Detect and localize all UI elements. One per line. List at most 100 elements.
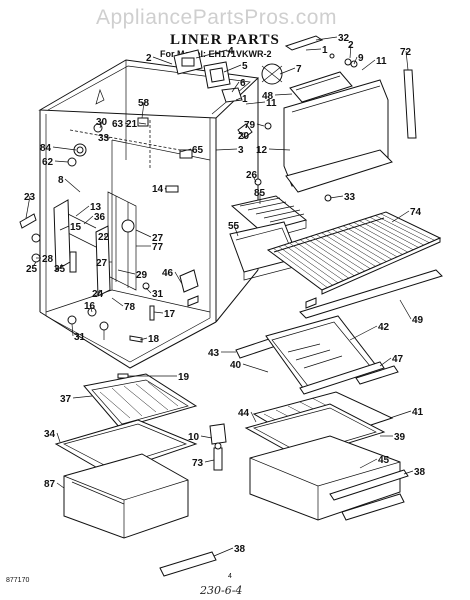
leader-line-c25	[31, 261, 37, 269]
callout-10: 10	[188, 432, 200, 443]
leader-line-c31b	[71, 323, 74, 337]
leader-line-c12	[268, 148, 291, 151]
leader-line-c36	[83, 215, 94, 225]
callout-8: 8	[58, 175, 64, 186]
callout-35: 35	[54, 264, 66, 275]
shelf-rail	[299, 269, 443, 319]
callout-42: 42	[378, 322, 390, 333]
callout-11: 11	[266, 98, 277, 109]
leader-line-c8	[64, 178, 81, 193]
doc-code: 877170	[6, 577, 29, 584]
glass-shelf-assembly	[235, 315, 399, 395]
handwritten-note: 230-6-4	[199, 584, 242, 597]
leader-line-c2a	[152, 56, 173, 65]
callout-27: 27	[96, 258, 108, 269]
callout-28: 28	[42, 254, 54, 265]
callout-17: 17	[164, 309, 176, 320]
leader-line-c46	[174, 271, 183, 285]
leader-line-c38a	[403, 470, 414, 475]
leader-line-c17	[153, 311, 164, 314]
leader-line-c1a	[305, 48, 322, 51]
leader-line-c35	[59, 263, 63, 269]
leader-line-c73	[204, 459, 215, 463]
leader-line-c78	[111, 297, 124, 307]
leader-line-c63	[124, 122, 129, 125]
leader-line-c30	[99, 120, 103, 129]
leader-line-c32	[315, 36, 338, 41]
leader-line-c31a	[145, 287, 152, 294]
leader-line-c84	[52, 146, 77, 151]
callout-44: 44	[238, 408, 250, 419]
callout-2: 2	[146, 53, 152, 64]
callout-2: 2	[348, 40, 354, 51]
leader-line-c15	[59, 225, 70, 231]
leader-line-c26	[251, 173, 257, 183]
leader-line-c21	[138, 122, 147, 125]
leader-line-c65	[179, 148, 192, 153]
crisper-cover-left	[54, 373, 198, 475]
callout-29: 29	[136, 270, 148, 281]
leader-line-c29	[117, 269, 136, 275]
leader-line-c49	[399, 299, 412, 320]
page-number: 4	[228, 573, 232, 580]
liner-cabinet	[19, 59, 260, 379]
leader-line-c7	[279, 67, 296, 75]
callout-49: 49	[412, 315, 424, 326]
leader-line-c38b	[213, 547, 234, 557]
callout-84: 84	[40, 143, 52, 154]
callout-23: 23	[24, 192, 36, 203]
callout-33: 33	[344, 192, 356, 203]
leader-line-c79	[256, 123, 265, 127]
air-handler-parts	[173, 35, 417, 202]
leader-line-c42	[349, 325, 378, 341]
callout-30: 30	[96, 117, 108, 128]
crisper-drawer-left	[63, 453, 189, 539]
callout-31: 31	[74, 332, 86, 343]
callout-6: 6	[240, 78, 246, 89]
leader-line-c24	[97, 289, 101, 294]
leader-line-c14	[164, 187, 167, 191]
callout-79: 79	[244, 120, 256, 131]
crisper-cover-right	[244, 391, 394, 459]
leader-line-c27a	[135, 229, 152, 238]
callout-34: 34	[44, 429, 56, 440]
callout-9: 9	[358, 53, 364, 64]
callout-38: 38	[414, 467, 426, 478]
callout-20: 20	[238, 131, 250, 142]
leader-line-c62	[54, 160, 69, 163]
leader-line-c74	[391, 210, 410, 223]
leader-lines	[25, 36, 414, 557]
callout-45: 45	[378, 455, 390, 466]
callout-5: 5	[242, 61, 248, 72]
callout-36: 36	[94, 212, 106, 223]
leader-line-c11a	[361, 59, 376, 71]
callout-55: 55	[228, 221, 240, 232]
leader-line-c16	[89, 304, 93, 313]
leader-line-c10	[200, 435, 213, 439]
callout-37: 37	[60, 394, 72, 405]
callout-26: 26	[246, 170, 258, 181]
callout-46: 46	[162, 268, 174, 279]
wire-shelf	[266, 211, 442, 295]
watermark: AppliancePartsPros.com	[96, 6, 337, 29]
leader-line-c4	[195, 49, 228, 59]
callout-14: 14	[152, 184, 164, 195]
callout-38: 38	[234, 544, 246, 555]
leader-line-c1b	[235, 97, 242, 101]
leader-line-c55	[233, 224, 239, 237]
callout-21: 21	[126, 119, 138, 130]
callout-12: 12	[256, 145, 268, 156]
leader-line-c5	[223, 64, 242, 73]
callout-62: 62	[42, 157, 54, 168]
callout-31: 31	[152, 289, 164, 300]
leader-line-c37	[72, 395, 93, 399]
callout-74: 74	[410, 207, 422, 218]
model-line: For Model: EH171VKWR-2	[160, 49, 272, 59]
callout-25: 25	[26, 264, 38, 275]
callout-58: 58	[138, 98, 150, 109]
leader-line-c58	[141, 101, 145, 119]
leader-line-c72	[405, 50, 409, 71]
leader-line-c41	[389, 410, 412, 419]
